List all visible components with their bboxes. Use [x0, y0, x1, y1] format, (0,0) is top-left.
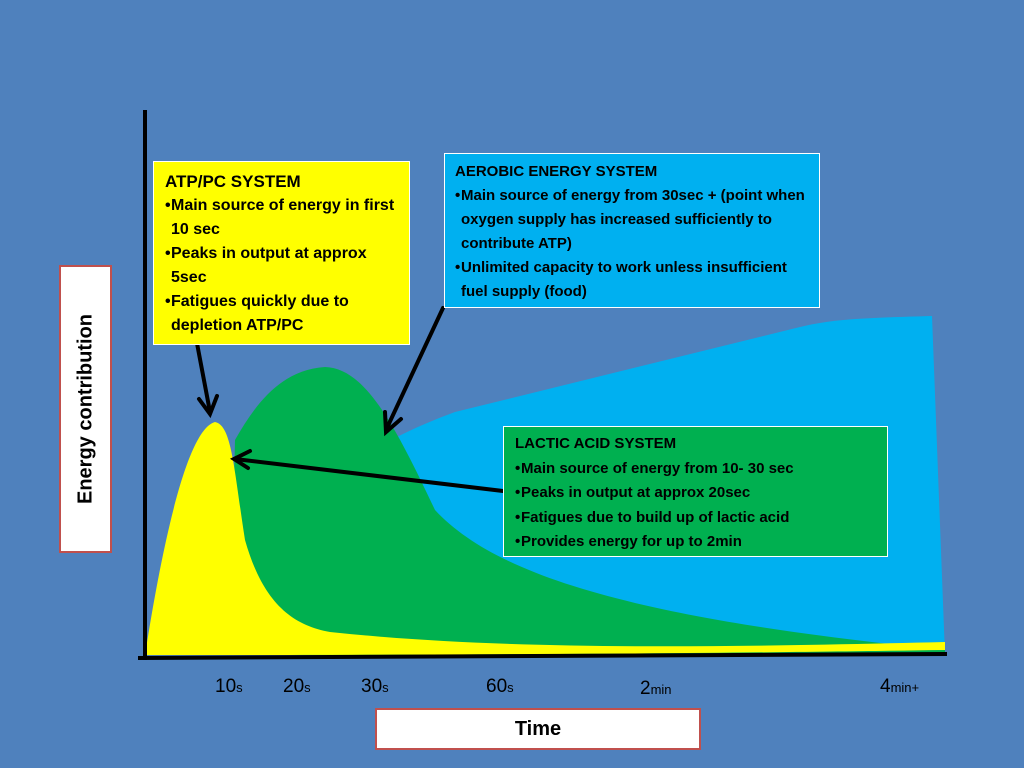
atp-bullet: Peaks in output at approx 5sec [165, 242, 403, 290]
atp-area [145, 422, 945, 655]
y-axis-label-box: Energy contribution [59, 265, 112, 553]
tick-unit: min+ [890, 680, 920, 695]
tick-value: 30 [361, 676, 383, 697]
tick-10s: 10s [215, 676, 243, 698]
lactic-bullet: Main source of energy from 10- 30 sec [515, 457, 879, 482]
atp-title: ATP/PC SYSTEM [165, 172, 301, 191]
tick-value: 4 [880, 676, 891, 697]
aerobic-bullet: Unlimited capacity to work unless insuff… [455, 256, 811, 304]
lactic-bullet: Fatigues due to build up of lactic acid [515, 506, 879, 531]
atp-arrow [194, 336, 219, 419]
aerobic-info-box: AEROBIC ENERGY SYSTEM Main source of ene… [444, 153, 820, 308]
x-axis-label-box: Time [375, 708, 701, 750]
tick-unit: s [382, 680, 389, 695]
lactic-bullet: Provides energy for up to 2min [515, 530, 879, 555]
x-axis-label: Time [514, 717, 562, 740]
tick-unit: s [236, 680, 243, 695]
lactic-bullet: Peaks in output at approx 20sec [515, 481, 879, 506]
tick-unit: s [304, 680, 311, 695]
x-axis [137, 652, 948, 660]
atp-bullet: Fatigues quickly due to depletion ATP/PC [165, 290, 403, 338]
tick-2min: 2min [640, 678, 672, 700]
lactic-acid-info-box: LACTIC ACID SYSTEM Main source of energy… [503, 426, 888, 557]
lactic-area [230, 367, 945, 655]
lactic-arrow [229, 449, 505, 493]
tick-unit: min [650, 682, 672, 697]
aerobic-arrow [383, 306, 445, 437]
tick-value: 2 [640, 678, 651, 699]
tick-unit: s [507, 680, 514, 695]
y-axis-label: Energy contribution [74, 314, 96, 504]
lactic-title: LACTIC ACID SYSTEM [515, 435, 677, 452]
tick-60s: 60s [486, 676, 514, 698]
tick-value: 10 [215, 676, 237, 697]
atp-bullet: Main source of energy in first 10 sec [165, 194, 403, 242]
aerobic-title: AEROBIC ENERGY SYSTEM [455, 163, 658, 180]
aerobic-bullet: Main source of energy from 30sec + (poin… [455, 184, 811, 256]
atp-pc-info-box: ATP/PC SYSTEM Main source of energy in f… [153, 161, 410, 345]
tick-value: 20 [283, 676, 305, 697]
tick-30s: 30s [361, 676, 389, 698]
tick-20s: 20s [283, 676, 311, 698]
tick-value: 60 [486, 676, 508, 697]
tick-4min: 4min+ [880, 676, 919, 698]
